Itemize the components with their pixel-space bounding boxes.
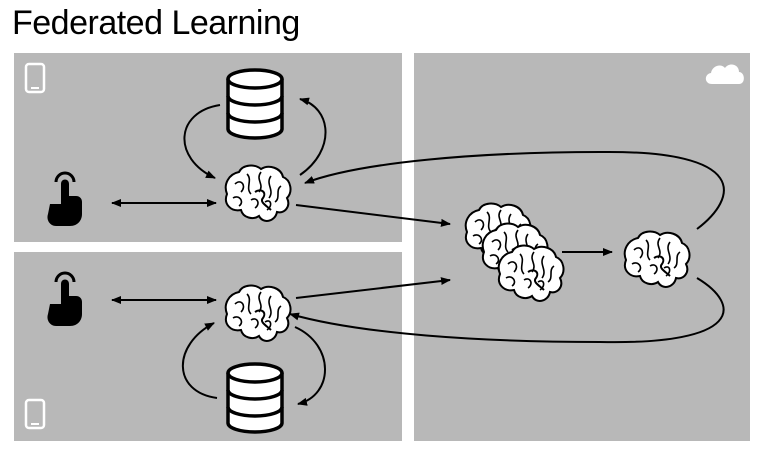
- cloud-icon: [705, 64, 744, 84]
- page-title: Federated Learning: [12, 4, 300, 42]
- database-icon: [226, 362, 284, 434]
- cloud-panel: [414, 53, 750, 441]
- device-panel-bottom: [14, 252, 402, 441]
- database-icon: [226, 68, 284, 140]
